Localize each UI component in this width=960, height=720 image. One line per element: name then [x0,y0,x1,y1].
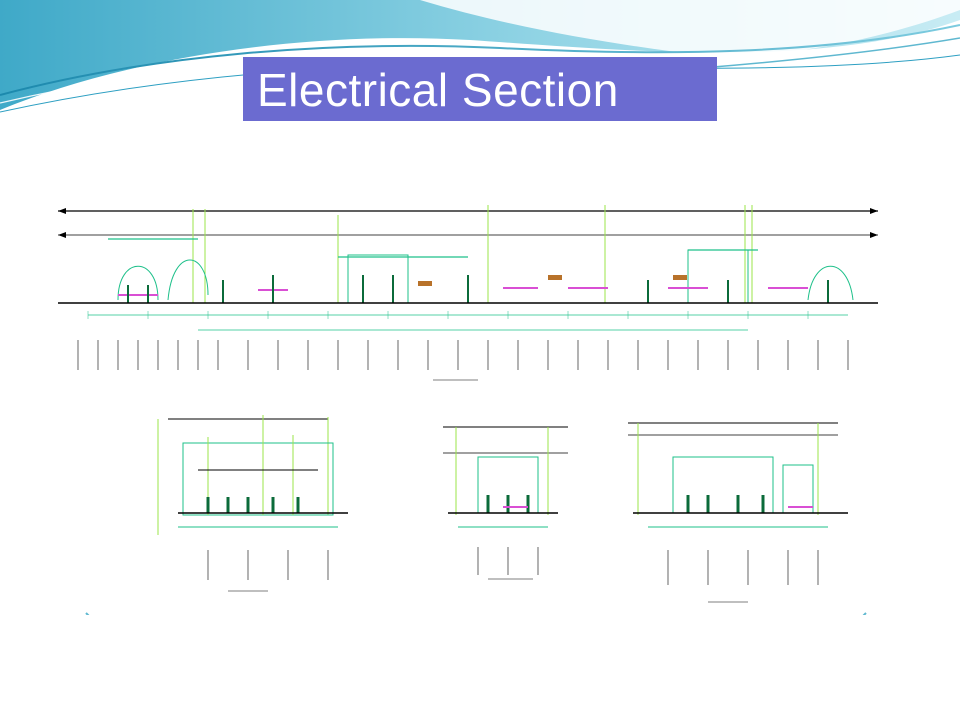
slide-title-box: Electrical Section [243,57,717,121]
slide-title: Electrical Section [257,64,619,116]
section-c-c [628,422,848,603]
electrical-section-drawing [48,195,886,615]
electrical-section-cad-drawing-icon [48,195,886,615]
section-b-b [157,415,348,592]
section-middle [443,426,568,580]
section-a-a [58,205,878,381]
